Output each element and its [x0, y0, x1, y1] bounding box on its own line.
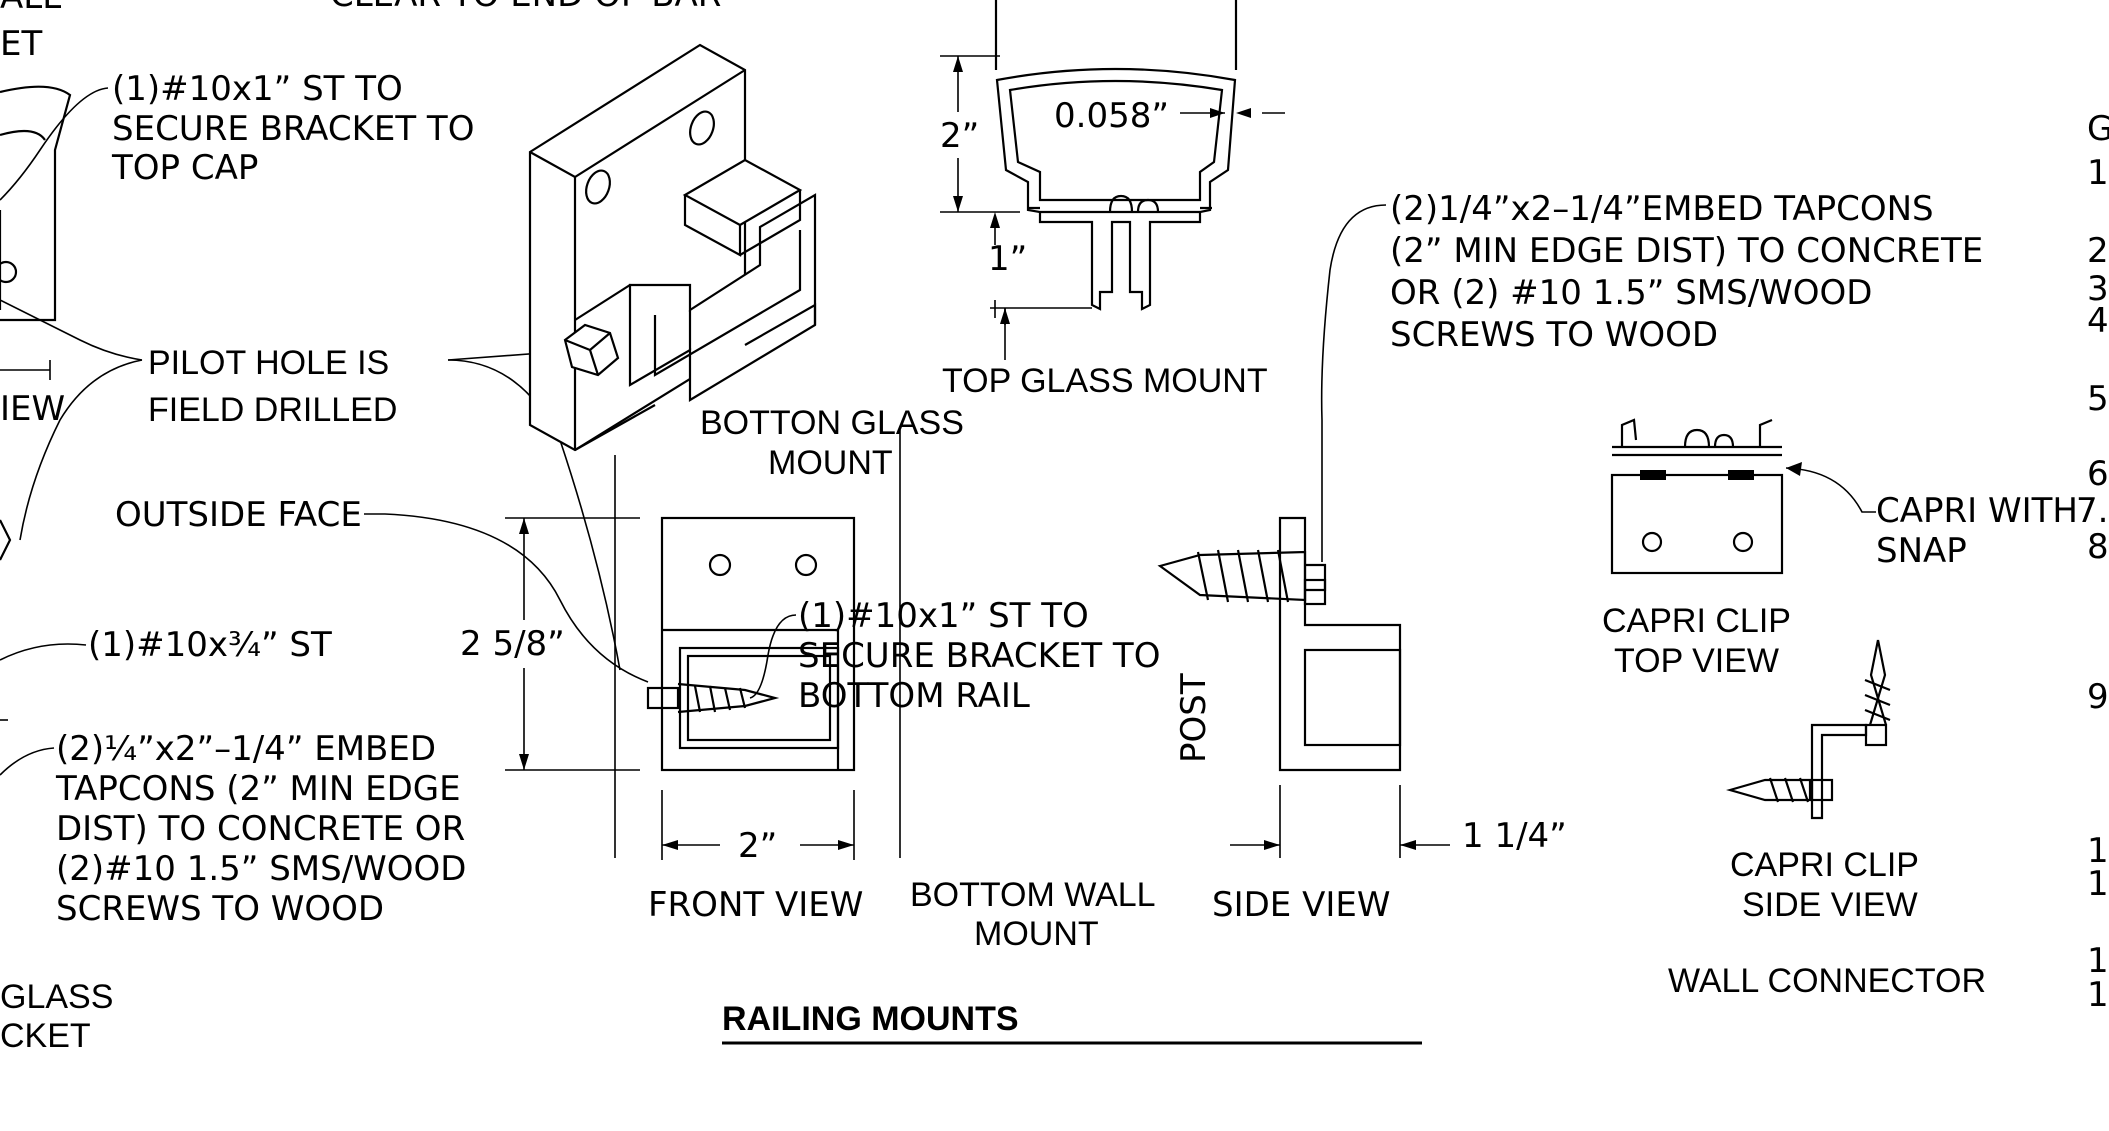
- note-line: SCREWS TO WOOD: [1390, 315, 1718, 355]
- view-fragment: IEW: [0, 389, 65, 429]
- dim-width-2in: 2”: [738, 826, 777, 866]
- note-number: 2.: [2087, 231, 2109, 271]
- note-number: 9.: [2087, 677, 2109, 717]
- note-number: 1(: [2087, 831, 2109, 871]
- note-line: (2)1/4”x2–1/4”EMBED TAPCONS: [1390, 189, 1934, 229]
- note-line: (2)#10 1.5” SMS/WOOD: [56, 849, 467, 889]
- note-line: (2)¼”x2”–1/4” EMBED: [56, 729, 436, 769]
- dim-wall-thickness: 0.058”: [1054, 96, 1169, 136]
- label-line: CKET: [0, 1017, 91, 1055]
- note-number: 1.: [2087, 153, 2109, 193]
- top-glass-mount-label: TOP GLASS MOUNT: [942, 362, 1268, 400]
- label-line: GLASS: [0, 978, 113, 1016]
- note-bracket-screw-left: (1)#10x1” ST TO SECURE BRACKET TO TOP CA…: [0, 69, 474, 201]
- label-line: BOTTOM WALL: [910, 876, 1156, 914]
- note-line: BOTTOM RAIL: [798, 676, 1030, 716]
- general-notes-heading: G: [2087, 109, 2109, 149]
- note-pilot-hole: PILOT HOLE IS FIELD DRILLED: [0, 299, 621, 671]
- note-outside-face: OUTSIDE FACE: [115, 495, 649, 683]
- note-line: SCREWS TO WOOD: [56, 889, 384, 929]
- dim-width-1-1-4: 1 1/4”: [1462, 816, 1567, 856]
- bottom-glass-mount-front-view: BOTTON GLASS MOUNT 2 5/8” 2” FRONT VIEW: [460, 404, 964, 925]
- dim-height-2-5-8: 2 5/8”: [460, 624, 565, 664]
- side-view-label: SIDE VIEW: [1212, 885, 1390, 925]
- bottom-wall-mount-side-view: (2)1/4”x2–1/4”EMBED TAPCONS (2” MIN EDGE…: [910, 189, 1983, 953]
- label-line: MOUNT: [768, 444, 893, 482]
- note-line: (1)#10x1” ST TO: [798, 596, 1089, 636]
- note-line: DIST) TO CONCRETE OR: [56, 809, 465, 849]
- note-number: 13: [2087, 975, 2109, 1015]
- note-line: TOP CAP: [111, 148, 258, 188]
- label-line: BOTTON GLASS: [700, 404, 964, 442]
- note-line: OUTSIDE FACE: [115, 495, 362, 535]
- top-glass-mount-profile: 0.058” 2” 1” TOP GLASS MOUNT: [940, 0, 1285, 400]
- note-number: 8.: [2087, 527, 2109, 567]
- wall-connector-label: WALL CONNECTOR: [1668, 962, 1986, 1000]
- top-fragment-all: ALL: [0, 0, 61, 17]
- note-line: (1)#10x¾” ST: [88, 625, 332, 665]
- general-notes-column: G 1. 2. 3. 4. 5. 6. 7. 8. 9. 1( 1 12 13: [2076, 109, 2109, 1015]
- note-number: 6.: [2087, 454, 2109, 494]
- note-line: (2” MIN EDGE DIST) TO CONCRETE: [1390, 231, 1983, 271]
- note-line: SECURE BRACKET TO: [112, 109, 474, 149]
- label-line: TOP VIEW: [1614, 642, 1779, 680]
- note-line: (1)#10x1” ST TO: [112, 69, 403, 109]
- isometric-bracket: [528, 43, 817, 452]
- note-tapcons-left: (2)¼”x2”–1/4” EMBED TAPCONS (2” MIN EDGE…: [0, 729, 467, 929]
- left-top-cap-profile: [0, 85, 72, 721]
- glass-bracket-label: GLASS CKET: [0, 978, 113, 1055]
- note-line: FIELD DRILLED: [148, 391, 397, 429]
- drawing-title-block: RAILING MOUNTS: [722, 1000, 1422, 1045]
- note-number: 4.: [2087, 301, 2109, 341]
- note-line: PILOT HOLE IS: [148, 344, 389, 382]
- note-number: 3.: [2087, 269, 2109, 309]
- dim-stem-1in: 1”: [988, 239, 1027, 279]
- note-line: SECURE BRACKET TO: [798, 636, 1160, 676]
- capri-clip-side-view: CAPRI CLIP SIDE VIEW: [1725, 639, 1919, 924]
- note-line: OR (2) #10 1.5” SMS/WOOD: [1390, 273, 1873, 313]
- dim-height-2in: 2”: [940, 116, 979, 156]
- note-line: TAPCONS (2” MIN EDGE: [55, 769, 461, 809]
- note-line: SNAP: [1876, 531, 1967, 571]
- top-fragment-clear-note: CLEAR TO END OF BAR: [330, 0, 721, 15]
- drawing-title: RAILING MOUNTS: [722, 1000, 1019, 1038]
- label-line: SIDE VIEW: [1742, 886, 1918, 924]
- note-bracket-screw-center: (1)#10x1” ST TO SECURE BRACKET TO BOTTOM…: [749, 596, 1160, 716]
- note-st-three-quarter: (1)#10x¾” ST: [0, 625, 332, 665]
- label-line: CAPRI CLIP: [1730, 846, 1919, 884]
- note-number: 1: [2087, 864, 2109, 904]
- post-label: POST: [1174, 673, 1214, 763]
- note-number: 7.: [2076, 491, 2108, 531]
- top-fragment-et: ET: [0, 24, 42, 64]
- front-view-label: FRONT VIEW: [648, 885, 863, 925]
- label-line: MOUNT: [974, 915, 1099, 953]
- note-number: 5.: [2087, 379, 2109, 419]
- note-line: CAPRI WITH: [1876, 491, 2078, 531]
- note-number: 12: [2087, 941, 2109, 981]
- capri-clip-top-view: CAPRI WITH SNAP CAPRI CLIP TOP VIEW: [1602, 418, 2078, 680]
- label-line: CAPRI CLIP: [1602, 602, 1791, 640]
